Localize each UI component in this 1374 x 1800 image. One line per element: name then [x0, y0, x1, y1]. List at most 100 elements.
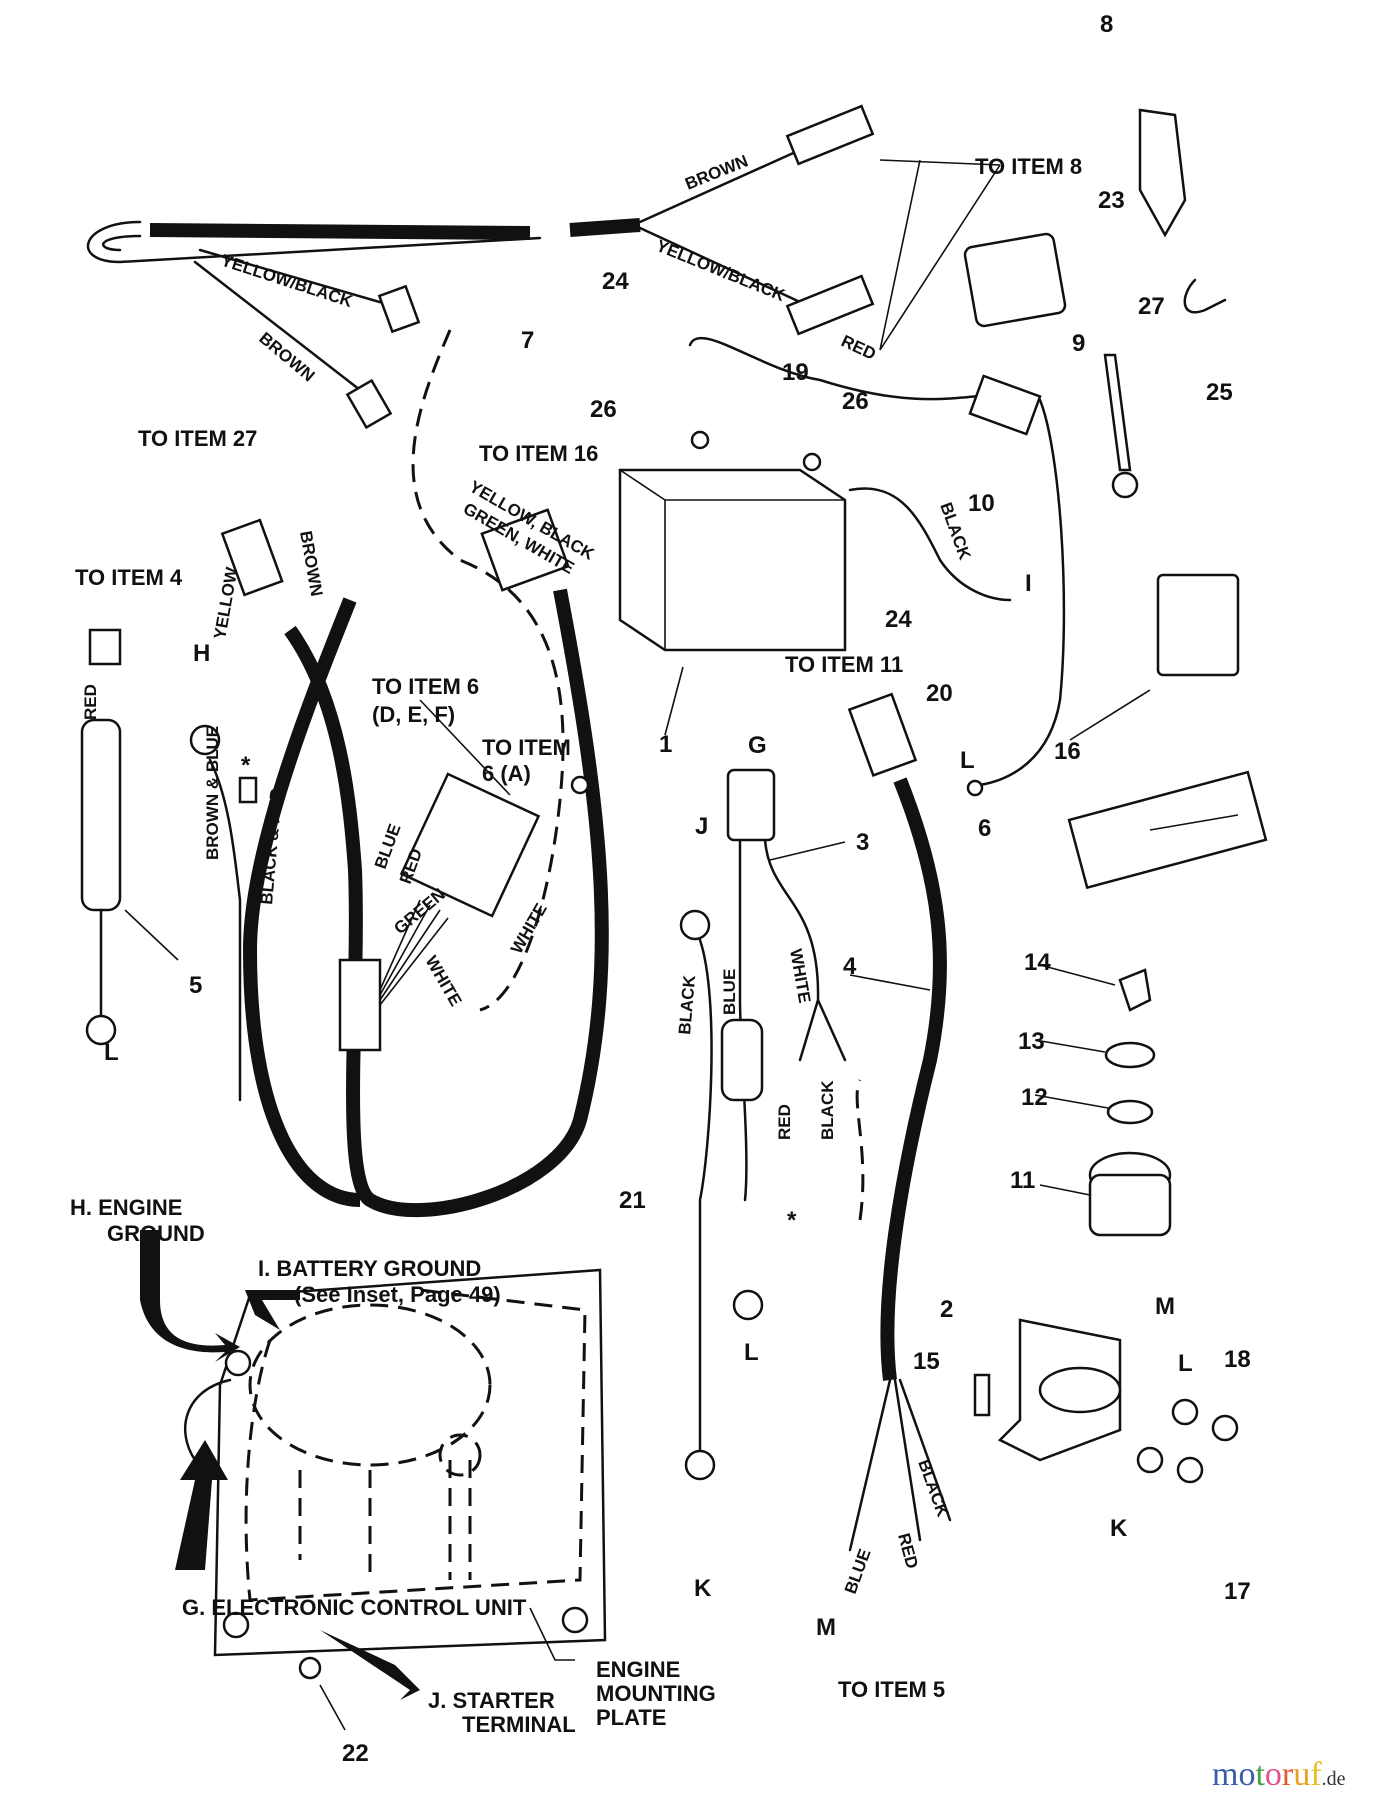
wire-label: BLUE	[720, 969, 739, 1015]
inset-mounting-plate-3: PLATE	[596, 1705, 666, 1730]
battery-item-1	[618, 398, 1066, 797]
callout-16: 16	[1054, 738, 1081, 765]
letter-h: H	[193, 640, 210, 667]
ref-to-item-6-a-sub: 6 (A)	[482, 761, 531, 786]
wire-label: YELLOW/BLACK	[219, 251, 356, 312]
wire-label: GREEN	[390, 885, 449, 938]
callout-27: 27	[1138, 293, 1165, 320]
wire-label: WHITE	[786, 947, 814, 1004]
ref-to-item-27: TO ITEM 27	[138, 426, 257, 451]
letter-k: K	[1110, 1515, 1128, 1542]
wire-label: BROWN	[296, 529, 326, 597]
callout-13: 13	[1018, 1028, 1045, 1055]
wire-label: RED	[838, 331, 879, 363]
asterisk: *	[787, 1207, 797, 1234]
callout-22: 22	[342, 1740, 369, 1767]
watermark-letter: o	[1265, 1756, 1282, 1793]
watermark-letter: o	[1238, 1756, 1255, 1793]
inset-battery-ground: I. BATTERY GROUND	[258, 1256, 481, 1281]
callout-4: 4	[843, 953, 857, 980]
harness-item-21	[189, 329, 609, 1218]
harness-item-7	[86, 104, 1001, 430]
inset-battery-ground-note: (See Inset, Page 49)	[294, 1282, 501, 1307]
letter-l: L	[104, 1039, 119, 1066]
callout-5: 5	[189, 972, 202, 999]
callout-24: 24	[885, 606, 912, 633]
callout-9: 9	[1072, 330, 1085, 357]
ref-to-item-5: TO ITEM 5	[838, 1677, 945, 1702]
callout-17: 17	[1224, 1578, 1251, 1605]
callout-10: 10	[968, 490, 995, 517]
callout-24: 24	[602, 268, 629, 295]
callout-23: 23	[1098, 187, 1125, 214]
callout-25: 25	[1206, 379, 1233, 406]
callout-12: 12	[1021, 1084, 1048, 1111]
callout-1: 1	[659, 731, 672, 758]
wire-label: YELLOW	[210, 565, 242, 641]
callout-11: 11	[1010, 1167, 1035, 1194]
letter-l: L	[744, 1339, 759, 1366]
callout-8: 8	[1100, 11, 1113, 38]
ref-to-item-8: TO ITEM 8	[975, 154, 1082, 179]
wire-label: BLACK & RED	[257, 787, 286, 905]
wire-label: BROWN	[255, 329, 318, 386]
wire-label: BLUE	[841, 1546, 875, 1596]
wire-label: BROWN & BLUE	[203, 726, 222, 860]
callout-3: 3	[856, 829, 869, 856]
inset-ecu: G. ELECTRONIC CONTROL UNIT	[182, 1595, 527, 1620]
callout-20: 20	[926, 680, 953, 707]
harness-item-4	[847, 692, 952, 1552]
ref-to-item-6-def-sub: (D, E, F)	[372, 702, 455, 727]
wire-label: WHITE	[422, 953, 466, 1010]
letter-k: K	[694, 1575, 712, 1602]
wire-label: YELLOW/BLACK	[654, 236, 789, 305]
letter-j: J	[695, 813, 708, 840]
watermark-letter: t	[1255, 1756, 1265, 1793]
wire-label: BLACK	[818, 1080, 837, 1140]
callout-2: 2	[940, 1296, 953, 1323]
inset-starter-terminal: J. STARTER	[428, 1688, 555, 1713]
wire-label: BLUE	[371, 821, 405, 871]
callout-7: 7	[521, 327, 534, 354]
inset-mounting-plate: ENGINE	[596, 1657, 680, 1682]
callout-15: 15	[913, 1348, 940, 1375]
watermark-letter: m	[1212, 1756, 1238, 1793]
letter-g: G	[748, 732, 767, 759]
wire-label: RED	[894, 1531, 922, 1571]
watermark-letter: f	[1310, 1756, 1322, 1793]
callout-26: 26	[842, 388, 869, 415]
ref-to-item-11: TO ITEM 11	[785, 652, 903, 677]
callout-6: 6	[978, 815, 991, 842]
fuse-holder-item-5	[80, 628, 179, 1046]
letter-m: M	[816, 1614, 836, 1641]
callout-26: 26	[590, 396, 617, 423]
inset-engine-ground: H. ENGINE	[70, 1195, 182, 1220]
callout-21: 21	[619, 1187, 646, 1214]
ref-to-item-4: TO ITEM 4	[75, 565, 183, 590]
engine-inset	[140, 1230, 607, 1731]
letter-l: L	[960, 747, 975, 774]
wire-label: BLACK	[675, 974, 699, 1036]
ref-to-item-6-def: TO ITEM 6	[372, 674, 479, 699]
wire-label: RED	[775, 1104, 794, 1140]
harness-item-3	[679, 768, 847, 1481]
wire-label: RED	[81, 684, 100, 720]
letter-m: M	[1155, 1293, 1175, 1320]
watermark-letter: r	[1282, 1756, 1294, 1793]
right-parts	[963, 108, 1268, 1484]
wire-label: BLACK	[914, 1457, 952, 1520]
inset-mounting-plate-2: MOUNTING	[596, 1681, 716, 1706]
asterisk: *	[241, 752, 251, 779]
ref-to-item-16: TO ITEM 16	[479, 441, 598, 466]
callout-19: 19	[782, 359, 809, 386]
callout-18: 18	[1224, 1346, 1251, 1373]
inset-engine-ground-2: GROUND	[107, 1221, 205, 1246]
callout-14: 14	[1024, 949, 1051, 976]
watermark-logo: motoruf.de	[1212, 1756, 1346, 1793]
ref-to-item-6-a: TO ITEM	[482, 735, 571, 760]
inset-starter-terminal-2: TERMINAL	[462, 1712, 576, 1737]
watermark-letter: u	[1293, 1756, 1310, 1793]
letter-l: L	[1178, 1350, 1193, 1377]
